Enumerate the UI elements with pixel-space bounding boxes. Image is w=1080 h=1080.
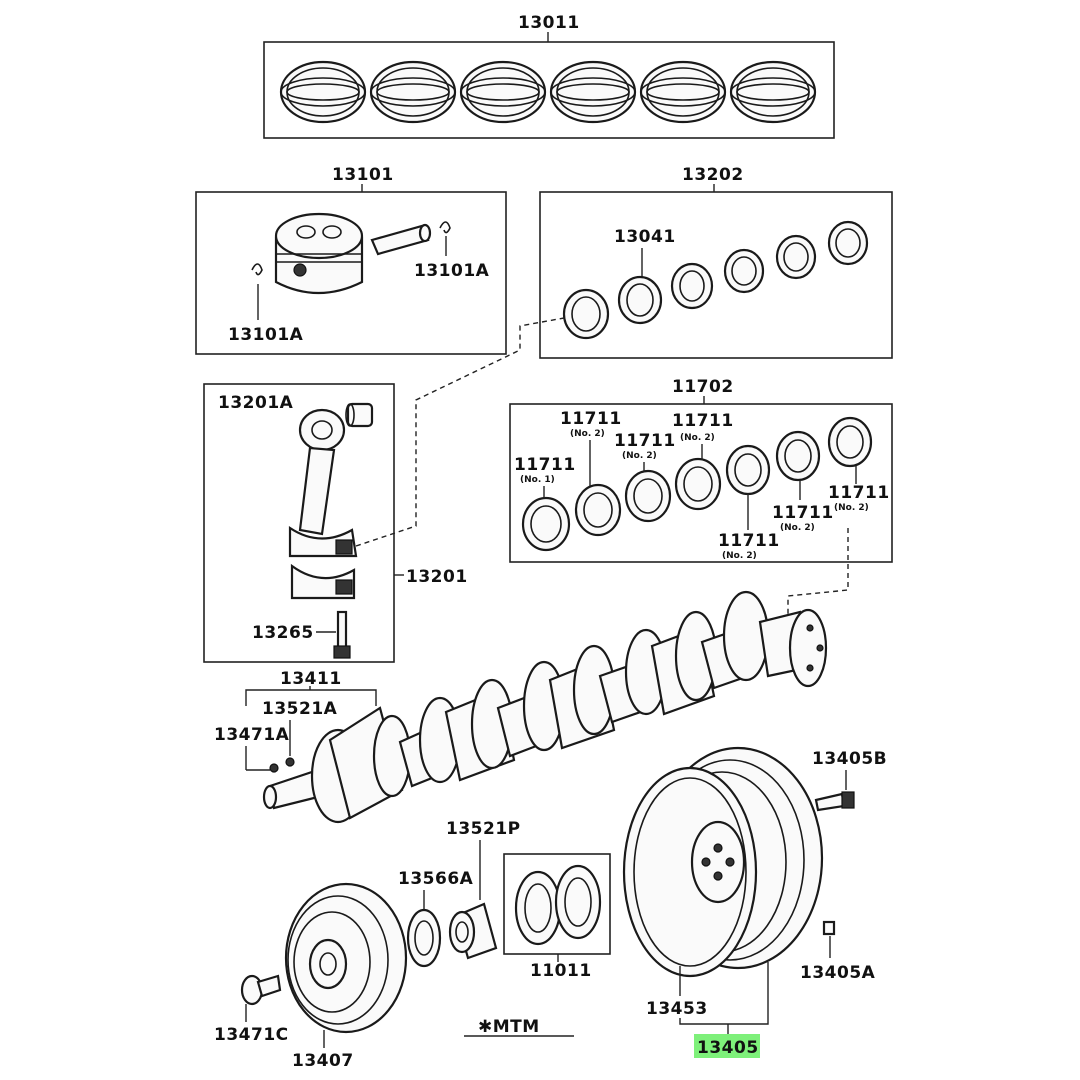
pulley-icon [284,882,408,1034]
label-13453[interactable]: 13453 [646,999,708,1019]
label-13101a-left[interactable]: 13101A [228,325,304,345]
label-13405b[interactable]: 13405B [812,749,887,769]
crank-bearing-shells [521,416,873,552]
thrust-washer-icon [514,864,602,946]
sublabel-no2-a: (No. 2) [570,429,605,439]
piston-icon [274,212,364,295]
label-13201[interactable]: 13201 [406,567,468,587]
highlight-13405 [694,1034,760,1058]
conrod-bearing-group: 13202 13041 [539,165,893,359]
label-13041[interactable]: 13041 [614,227,676,247]
snap-ring-left-icon [251,263,263,276]
label-13202[interactable]: 13202 [682,165,744,185]
label-13521p[interactable]: 13521P [446,819,521,839]
snap-ring-right-icon [439,221,451,234]
sublabel-no2-e: (No. 2) [780,523,815,533]
sublabel-no2-b: (No. 2) [622,451,657,461]
label-13011[interactable]: 13011 [518,13,580,33]
label-13471a[interactable]: 13471A [214,725,290,745]
label-11711-f[interactable]: 11711 [828,483,890,503]
flywheel-group: 13405B 13405A 13453 13405 [622,746,887,1058]
crankshaft-icon [262,590,828,824]
label-13101a-right[interactable]: 13101A [414,261,490,281]
thrust-washer-box [503,853,611,955]
piston-rings [279,60,817,124]
conrod-group: 13201A 13201 13265 [203,317,565,663]
label-13521a[interactable]: 13521A [262,699,338,719]
label-11711-a[interactable]: 11711 [560,409,622,429]
flywheel-pin-icon [822,920,836,936]
sublabel-no2-d: (No. 2) [722,551,757,561]
label-13471c[interactable]: 13471C [214,1025,289,1045]
label-13405a[interactable]: 13405A [800,963,876,983]
label-13201a[interactable]: 13201A [218,393,294,413]
gear-13566a-icon [406,908,442,968]
sublabel-no1: (No. 1) [520,475,555,485]
sublabel-no2-c: (No. 2) [680,433,715,443]
pulley-group: 13471C 13407 ✱MTM [214,882,574,1071]
crank-bearing-box [509,403,893,563]
label-11011[interactable]: 11011 [530,961,592,981]
label-11702[interactable]: 11702 [672,377,734,397]
pulley-bolt-icon [240,974,282,1006]
piston-group: 13101 13101A 13101A [195,165,507,355]
conrod-bushing-icon [345,402,374,428]
label-11711-b[interactable]: 11711 [614,431,676,451]
label-11711-c[interactable]: 11711 [672,411,734,431]
piston-ring-set-group: 13011 [263,13,835,139]
label-13265[interactable]: 13265 [252,623,314,643]
label-11711-no1[interactable]: 11711 [514,455,576,475]
conrod-bolt-icon [333,610,351,659]
conrod-bearing-box [539,191,893,359]
label-13407[interactable]: 13407 [292,1051,354,1071]
flywheel-icon [622,746,824,978]
crankshaft-group: 13411 13521A 13471A [214,590,828,824]
label-13566a[interactable]: 13566A [398,869,474,889]
crank-bearing-group: 11702 11711 (No. 1) 11711 (No. 2) 11711 … [509,377,893,616]
label-13101[interactable]: 13101 [332,165,394,185]
label-11711-d[interactable]: 11711 [718,531,780,551]
front-parts-group: 13521P 13566A 11011 [398,819,611,981]
conrod-box [203,383,395,663]
label-13411[interactable]: 13411 [280,669,342,689]
conrod-bearing-shells [562,220,869,340]
conrod-icon [288,408,358,600]
label-11711-e[interactable]: 11711 [772,503,834,523]
piston-pin-icon [370,223,432,256]
bushing-13521p-icon [448,902,498,960]
sublabel-no2-f: (No. 2) [834,503,869,513]
label-13405[interactable]: 13405 [697,1038,759,1058]
piston-ring-box [263,41,835,139]
flywheel-bolt-icon [814,791,855,812]
piston-box [195,191,507,355]
mtm-note: ✱MTM [478,1017,540,1037]
